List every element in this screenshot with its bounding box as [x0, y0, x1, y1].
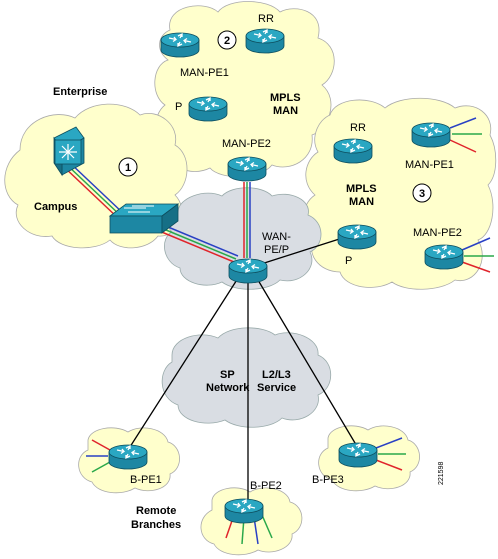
callout-3: 3 [412, 183, 432, 203]
label-rr-right: RR [350, 122, 366, 134]
colored-links-man-pe2 [243, 182, 251, 258]
router-man-pe1-top [160, 32, 200, 58]
label-remote: Remote [136, 505, 176, 517]
router-b-pe3 [338, 442, 378, 468]
router-man-pe1-right [411, 122, 451, 148]
router-man-pe2-right [424, 244, 464, 270]
callout-1: 1 [118, 157, 138, 177]
label-b-pe3: B-PE3 [312, 474, 344, 486]
wan-cloud [164, 187, 322, 290]
svg-text:2: 2 [224, 35, 230, 47]
sp-network-cloud [161, 327, 332, 428]
label-mpls-man-2a: MPLS [270, 92, 301, 104]
label-mpls-man-3b: MAN [349, 196, 374, 208]
router-p-right [337, 224, 377, 250]
svg-text:1: 1 [125, 162, 131, 174]
campus-l3-switch-icon [53, 126, 85, 177]
label-man-pe2-top: MAN-PE2 [222, 138, 271, 150]
svg-text:3: 3 [419, 188, 425, 200]
label-sp-network-a: SP [220, 369, 235, 381]
router-rr-right [333, 138, 373, 164]
campus-l2-switch-icon [108, 203, 180, 234]
router-wan-pe-p [228, 258, 268, 284]
router-p-top [188, 96, 228, 122]
label-p-right: P [345, 255, 352, 267]
label-campus: Campus [34, 201, 77, 213]
label-l2l3-a: L2/L3 [262, 369, 291, 381]
label-enterprise: Enterprise [53, 86, 107, 98]
mpls-man-2-cloud [154, 1, 335, 178]
label-l2l3-b: Service [257, 382, 296, 394]
label-man-pe1-top: MAN-PE1 [180, 67, 229, 79]
label-p-top: P [175, 101, 182, 113]
label-man-pe2-right: MAN-PE2 [413, 227, 462, 239]
colored-links-right [449, 117, 494, 273]
label-sp-network-b: Network [206, 382, 250, 394]
black-links [127, 233, 359, 505]
router-rr-top [245, 28, 285, 54]
label-b-pe2: B-PE2 [250, 480, 282, 492]
label-branches: Branches [131, 519, 181, 531]
label-b-pe1: B-PE1 [130, 474, 162, 486]
label-mpls-man-3a: MPLS [346, 183, 377, 195]
label-wan-pe-b: PE/P [264, 244, 289, 256]
colored-links-branches [86, 437, 406, 545]
label-rr-top: RR [258, 13, 274, 25]
callout-2: 2 [217, 30, 237, 50]
label-man-pe1-right: MAN-PE1 [405, 159, 454, 171]
label-mpls-man-2b: MAN [273, 105, 298, 117]
figure-id: 221598 [438, 462, 445, 485]
mpls-man-3-cloud [303, 97, 497, 290]
router-b-pe2 [224, 498, 264, 524]
router-man-pe2-top [227, 156, 267, 182]
router-b-pe1 [108, 444, 148, 470]
colored-links-campus [62, 161, 239, 263]
label-wan-pe-a: WAN- [262, 231, 291, 243]
